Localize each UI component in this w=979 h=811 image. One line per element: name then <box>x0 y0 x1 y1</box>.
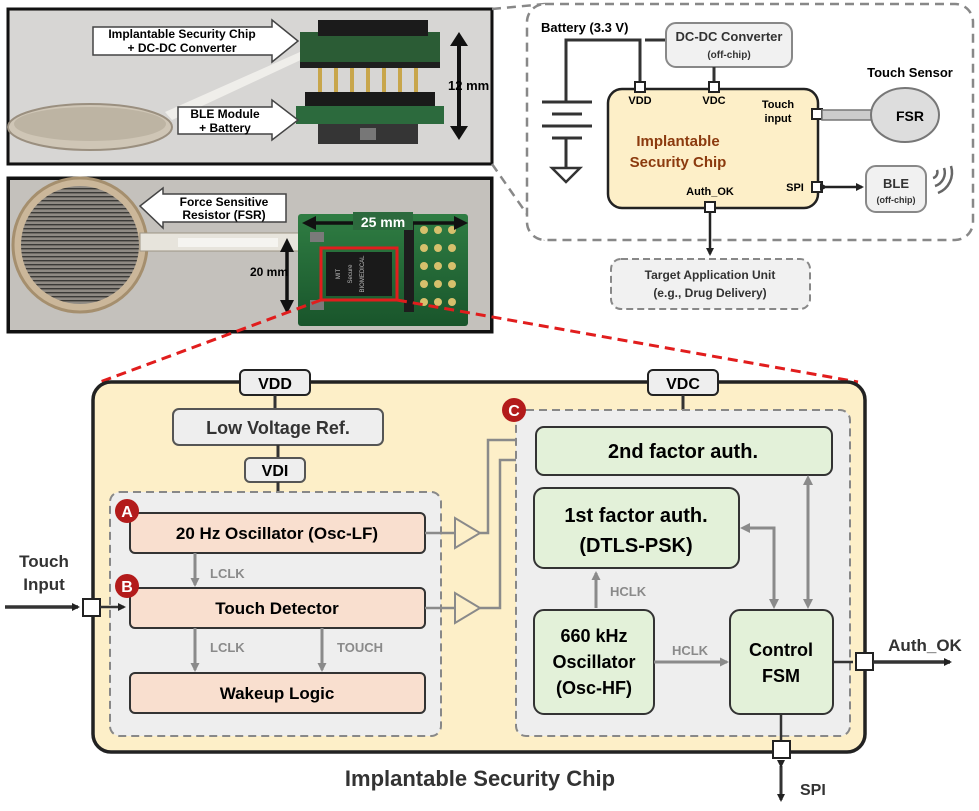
sys-pin-touch-2: input <box>765 113 792 125</box>
marker-b-label: B <box>121 579 133 596</box>
height-20mm-label: 20 mm <box>250 265 288 279</box>
osc-hf-label-2: Oscillator <box>552 652 635 672</box>
vdi-node <box>244 457 306 483</box>
chip-dcdc-callout-line1: Implantable Security Chip <box>108 27 255 41</box>
chip-marking-2: Secure <box>348 264 354 284</box>
battery-label: Battery (3.3 V) <box>541 20 628 35</box>
hclk-label-2: HCLK <box>672 643 709 658</box>
width-25mm-label: 25 mm <box>361 214 405 230</box>
touch-sensor-label: Touch Sensor <box>867 65 953 80</box>
marker-c-label: C <box>508 403 520 420</box>
fsr-sensor-icon <box>870 87 940 143</box>
vdd-pin-label: VDD <box>258 376 292 393</box>
osc-lf-label: 20 Hz Oscillator (Osc-LF) <box>176 524 378 543</box>
osc-hf-label-1: 660 kHz <box>560 626 627 646</box>
sys-pin-vdd: VDD <box>628 95 651 107</box>
osc-hf-label-3: (Osc-HF) <box>556 678 632 698</box>
wireless-icon <box>932 165 954 195</box>
battery-icon <box>542 42 592 168</box>
sys-pin-spi: SPI <box>786 182 804 194</box>
sys-pin-auth: Auth_OK <box>686 186 734 198</box>
dcdc-label: DC-DC Converter <box>676 29 783 44</box>
sys-pin-touch-1: Touch <box>762 99 794 111</box>
lclk-label-2: LCLK <box>210 640 245 655</box>
system-diagram: Battery (3.3 V) DC-DC Converter (off-chi… <box>490 2 975 310</box>
auth-ok-pad <box>855 652 874 671</box>
first-factor-auth-label-2: (DTLS-PSK) <box>579 535 692 557</box>
spi-label: SPI <box>800 782 826 799</box>
touch-input-label-1: Touch <box>19 552 69 571</box>
chip-marking-1: MIT <box>336 269 342 280</box>
wakeup-logic-block <box>129 672 426 714</box>
height-12mm-label: 12 mm <box>448 78 489 93</box>
touch-signal-label: TOUCH <box>337 640 383 655</box>
wakeup-logic-label: Wakeup Logic <box>220 684 335 703</box>
first-factor-auth-label-1: 1st factor auth. <box>564 505 707 527</box>
auth-ok-label: Auth_OK <box>888 636 962 655</box>
second-factor-auth-block <box>535 426 833 476</box>
low-voltage-ref-label: Low Voltage Ref. <box>206 418 350 438</box>
chip-marking-3: BIOMEDICAL <box>360 255 366 293</box>
level-shifter-2 <box>454 591 482 625</box>
zoom-line-left <box>99 298 322 384</box>
sys-chip-name-1: Implantable <box>636 133 719 150</box>
stacked-device-photo: Implantable Security Chip + DC-DC Conver… <box>6 7 494 166</box>
sys-chip-name-2: Security Chip <box>630 154 727 171</box>
touch-input-label-2: Input <box>23 575 65 594</box>
ble-offchip-label: (off-chip) <box>877 195 916 205</box>
dcdc-converter-box <box>665 22 793 68</box>
ble-battery-callout-line2: + Battery <box>199 121 251 135</box>
spi-pad <box>772 740 791 759</box>
chip-title: Implantable Security Chip <box>345 766 615 791</box>
ground-icon <box>548 166 584 184</box>
dcdc-offchip-label: (off-chip) <box>707 50 750 61</box>
hclk-label-1: HCLK <box>610 584 647 599</box>
control-fsm-label-2: FSM <box>762 666 800 686</box>
planar-device-photo: MIT Secure BIOMEDICAL Force Sensitive Re… <box>6 176 494 334</box>
chip-dcdc-callout-line2: + DC-DC Converter <box>127 41 236 55</box>
target-application-box <box>610 258 811 310</box>
fsr-label: FSR <box>896 108 924 124</box>
marker-c-icon <box>502 398 526 422</box>
touch-detector-label: Touch Detector <box>215 599 339 618</box>
fsr-callout-line1: Force Sensitive <box>180 195 269 209</box>
fsr-callout-line2: Resistor (FSR) <box>182 208 265 222</box>
second-factor-auth-label: 2nd factor auth. <box>608 441 758 463</box>
ble-box <box>865 165 927 213</box>
target-label-2: (e.g., Drug Delivery) <box>653 286 766 300</box>
marker-a-icon <box>115 499 139 523</box>
first-factor-auth-block <box>533 487 740 569</box>
touch-input-pad <box>82 598 101 617</box>
ble-label: BLE <box>883 176 909 191</box>
control-fsm-label-1: Control <box>749 640 813 660</box>
level-shifter-1 <box>454 516 482 550</box>
zoom-line-right <box>396 298 859 384</box>
vdi-label: VDI <box>262 463 289 480</box>
sys-pin-vdc: VDC <box>702 95 725 107</box>
control-fsm-block <box>729 609 834 715</box>
vdc-pin-label: VDC <box>666 376 700 393</box>
lclk-label-1: LCLK <box>210 566 245 581</box>
marker-a-label: A <box>121 504 133 521</box>
ble-battery-callout-line1: BLE Module <box>190 107 260 121</box>
chip-block-diagram: VDD VDC Low Voltage Ref. VDI 20 Hz Oscil… <box>5 369 963 802</box>
marker-b-icon <box>115 574 139 598</box>
target-label-1: Target Application Unit <box>645 268 776 282</box>
